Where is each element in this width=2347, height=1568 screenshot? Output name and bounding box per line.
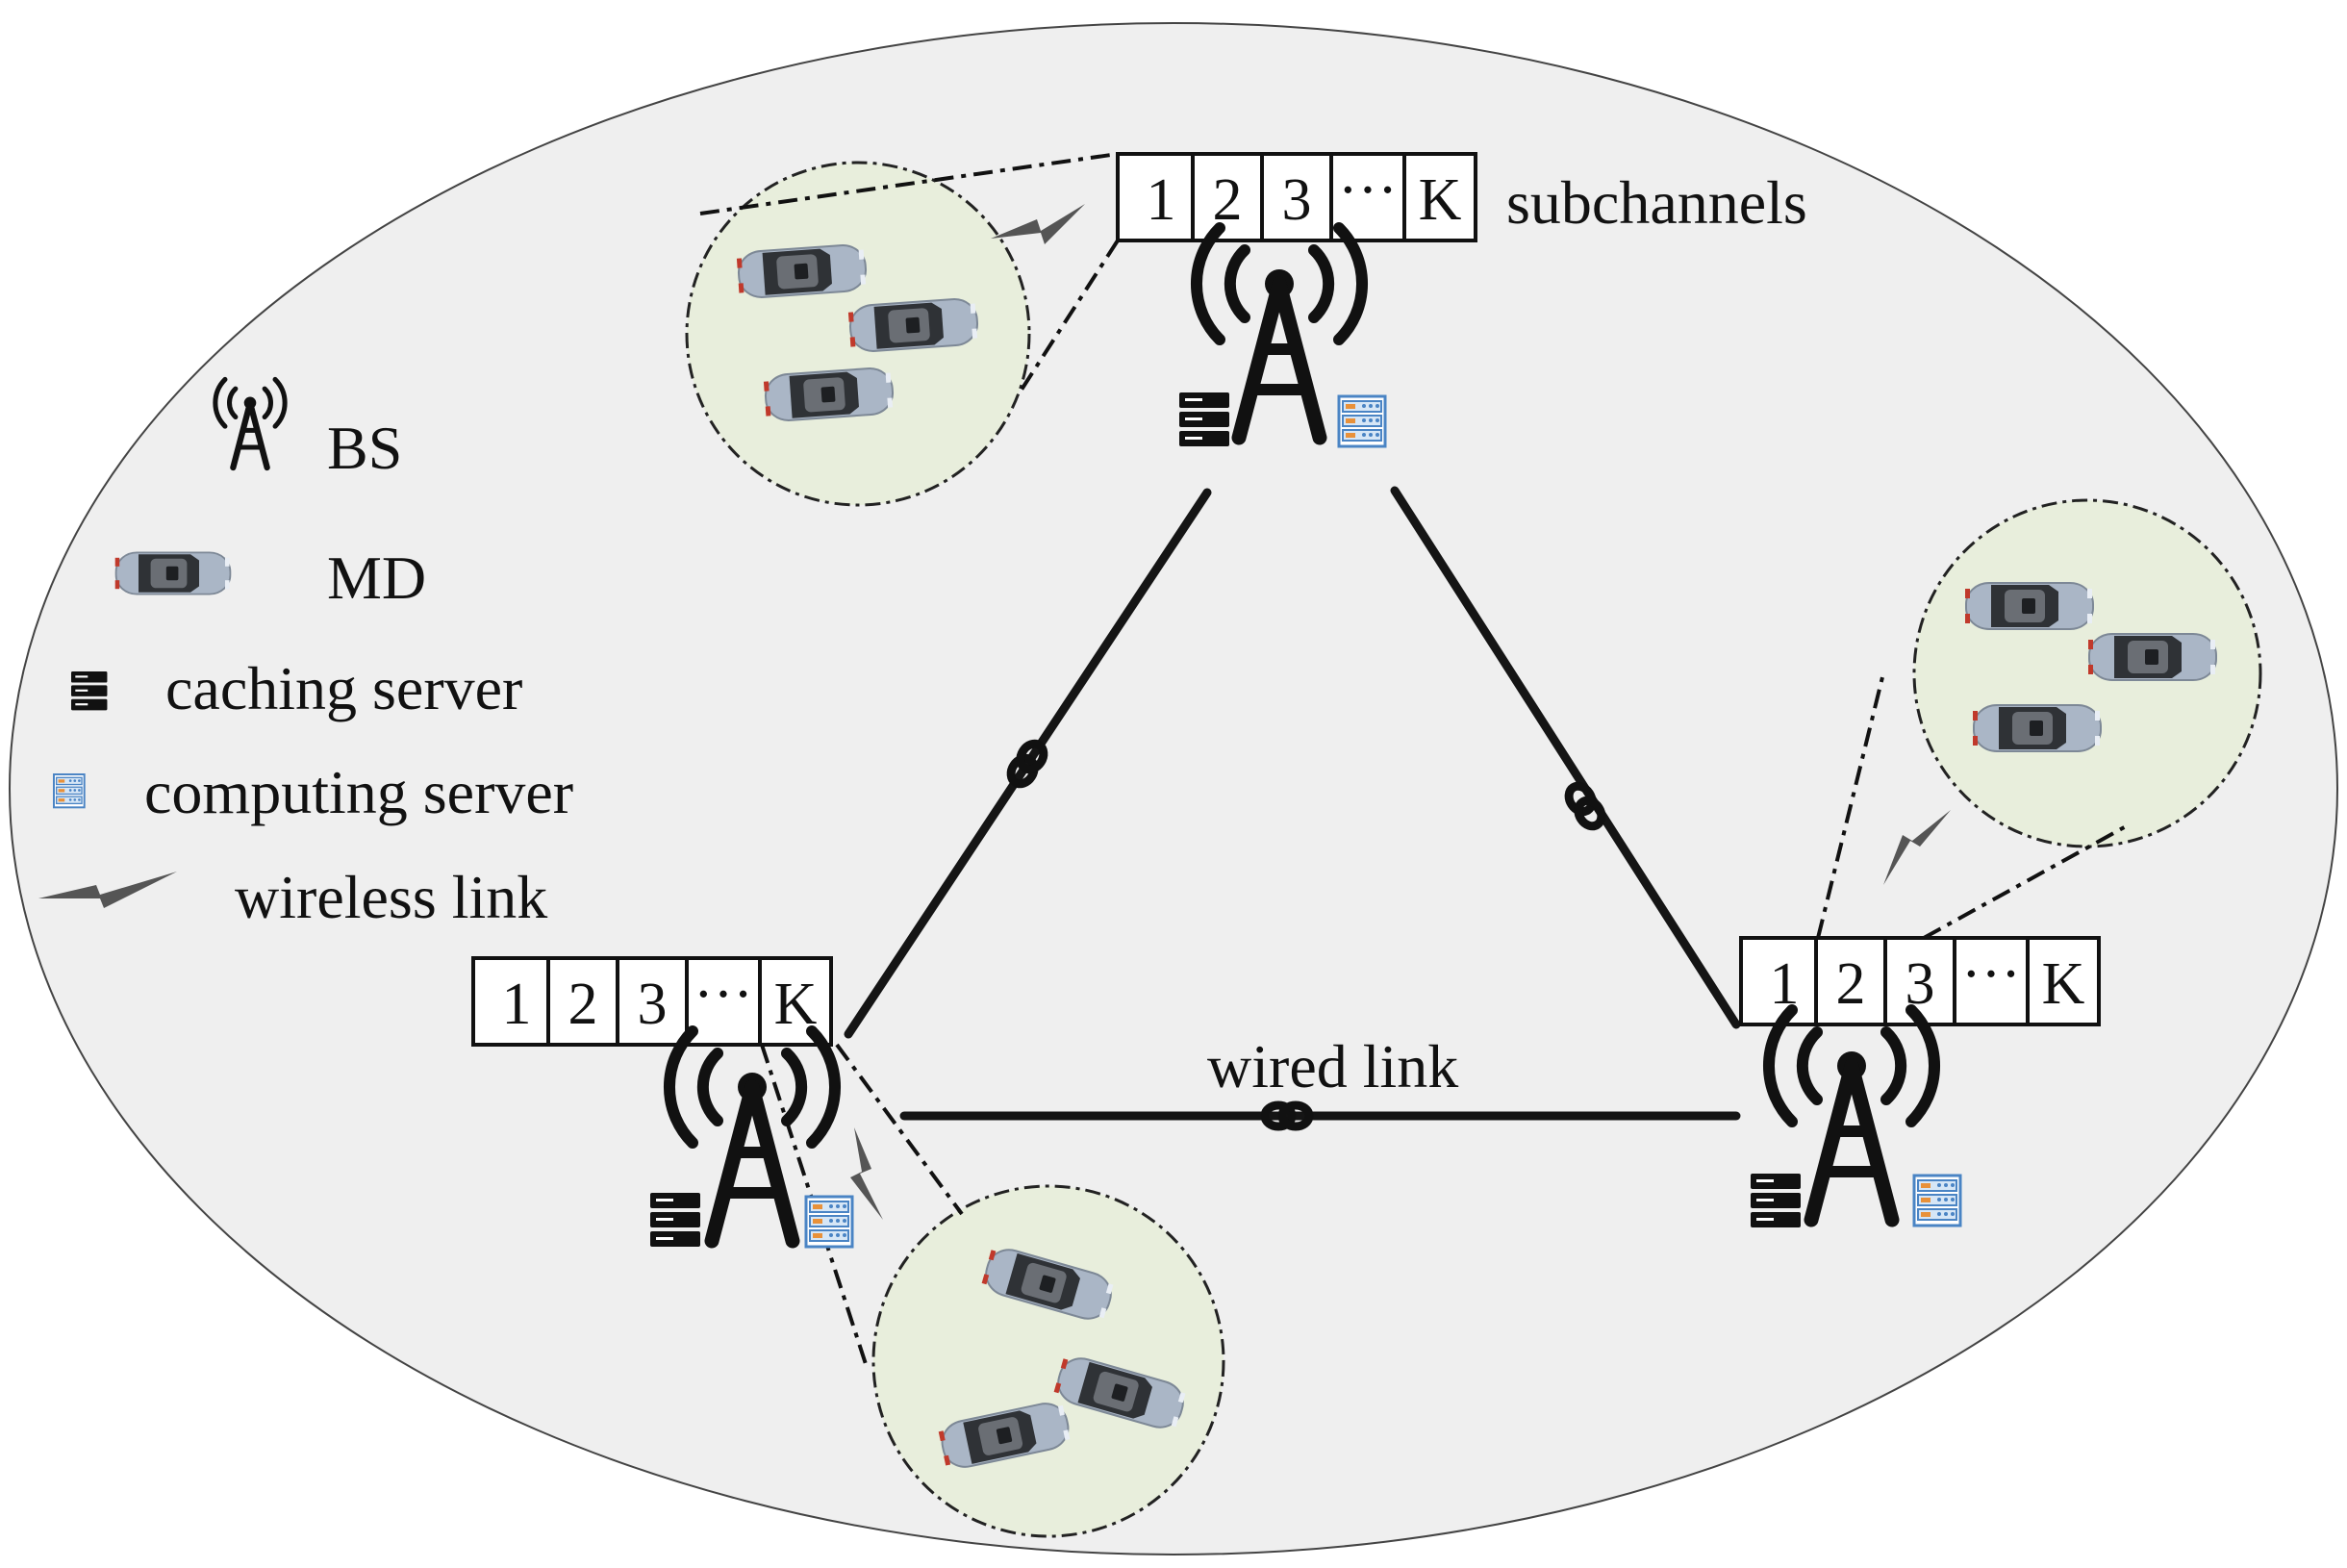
subchannel-cell: 2 [1213, 167, 1243, 233]
lightning-link-icon [1883, 810, 1951, 885]
wired-link-right [1390, 486, 1741, 1029]
server-rack-icon [1179, 392, 1229, 446]
subchannel-cell: 3 [638, 972, 668, 1037]
subchannel-box-right: 1 2 3 ··· K [1739, 936, 2101, 1026]
subchannel-cell: ··· [1961, 942, 2021, 1007]
car-icon [1972, 704, 2102, 752]
server-rack-icon [71, 671, 108, 711]
lightning-link-icon [991, 204, 1085, 244]
computing-server-icon [53, 773, 86, 809]
car-icon [2087, 633, 2217, 681]
coverage-area-bottom [871, 1184, 1225, 1538]
lightning-link-icon [850, 1127, 883, 1220]
server-rack-icon [650, 1193, 700, 1247]
legend-bs-label: BS [327, 414, 402, 482]
wireless-links [850, 204, 1951, 1220]
car-icon [846, 296, 980, 354]
subchannel-cell: 3 [1282, 167, 1312, 233]
legend-wireless-label: wireless link [235, 863, 547, 931]
car-icon [1964, 582, 2094, 630]
car-icon [762, 366, 896, 423]
subchannel-box-left: 1 2 3 ··· K [471, 956, 833, 1047]
computing-server-icon [1912, 1174, 1962, 1227]
legend-md-label: MD [327, 544, 426, 612]
server-rack-icon [1751, 1174, 1801, 1227]
legend-computing-label: computing server [144, 758, 573, 826]
legend: BS MD caching server computing server wi… [38, 379, 573, 931]
subchannel-cell: ··· [694, 962, 753, 1027]
subchannel-cell: 1 [1147, 167, 1176, 233]
subchannel-cell: ··· [1338, 158, 1398, 223]
computing-server-icon [804, 1195, 854, 1249]
subchannel-cell: 2 [568, 972, 598, 1037]
car-icon [735, 242, 869, 300]
subchannel-cell: K [1419, 167, 1462, 233]
subchannel-cell: 1 [502, 972, 532, 1037]
subchannel-cell: 2 [1836, 951, 1866, 1017]
projection-lines [699, 152, 2129, 1365]
subchannel-box-top: 1 2 3 ··· K [1116, 152, 1477, 242]
computing-server-icon [1337, 394, 1387, 448]
legend-caching-label: caching server [165, 654, 522, 722]
car-icon [114, 551, 232, 595]
subchannel-cell: K [2042, 951, 2085, 1017]
network-area [9, 22, 2338, 1555]
subchannels-label: subchannels [1506, 168, 1807, 237]
wired-link-label: wired link [1207, 1032, 1458, 1100]
lightning-link-icon [38, 872, 177, 908]
